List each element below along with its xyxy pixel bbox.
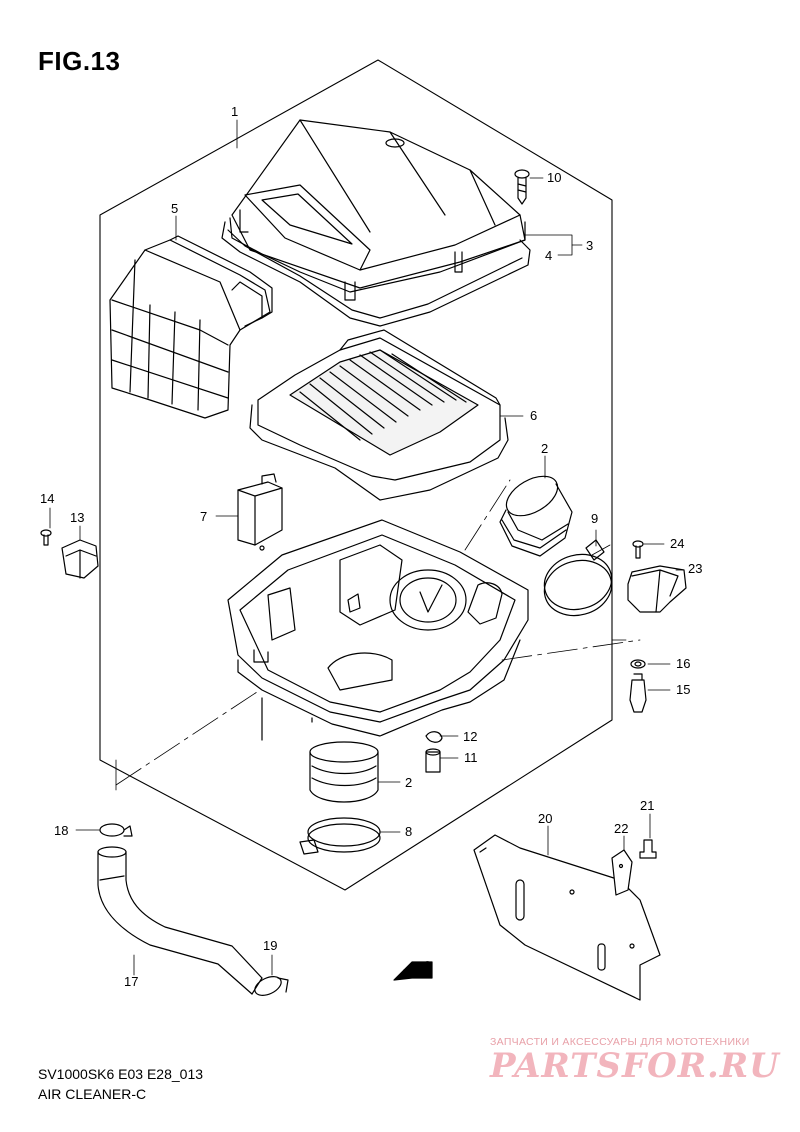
- watermark-brand: PARTSFOR.RU: [490, 1046, 780, 1086]
- callout-2b: 2: [405, 775, 412, 790]
- washer-part-16: [630, 659, 646, 669]
- sensor-part-23: [627, 565, 687, 613]
- upper-case-part: [229, 119, 526, 301]
- callout-21: 21: [640, 798, 654, 813]
- callout-13: 13: [70, 510, 84, 525]
- clamp-part-8: [299, 817, 381, 855]
- callout-23: 23: [688, 561, 702, 576]
- figure-subtitle: AIR CLEANER-C: [38, 1086, 147, 1102]
- callout-16: 16: [676, 656, 690, 671]
- callout-1: 1: [231, 104, 238, 119]
- clamp-part-9: [543, 539, 613, 617]
- sensor-part-13: [61, 539, 99, 579]
- callout-3: 3: [586, 238, 593, 253]
- callout-10: 10: [547, 170, 561, 185]
- callout-17: 17: [124, 974, 138, 989]
- plug-part-15: [629, 673, 647, 713]
- drain-hose-part-17: [97, 846, 263, 995]
- clamp-part-19: [254, 976, 289, 996]
- callout-4: 4: [545, 248, 552, 263]
- bolt-part-21: [639, 839, 657, 859]
- callout-11: 11: [464, 750, 478, 765]
- callout-19: 19: [263, 938, 277, 953]
- rubber-boot-upper-part: [499, 475, 573, 557]
- bracket-part-22: [611, 849, 633, 896]
- callout-8: 8: [405, 824, 412, 839]
- block-part-7: [237, 473, 283, 546]
- callout-22: 22: [614, 821, 628, 836]
- screw-part-10: [514, 169, 530, 205]
- callout-2a: 2: [541, 441, 548, 456]
- screw-part-24: [632, 540, 644, 559]
- cap-part-11: [425, 748, 441, 773]
- callout-6: 6: [530, 408, 537, 423]
- filter-element-part: [249, 329, 509, 501]
- rubber-boot-lower-part: [309, 741, 379, 803]
- figure-title: FIG.13: [38, 46, 121, 76]
- callout-9: 9: [591, 511, 598, 526]
- watermark-caption: ЗАПЧАСТИ И АКСЕССУАРЫ ДЛЯ МОТОТЕХНИКИ: [490, 1036, 750, 1048]
- callout-numbers: 1 2 3 4 5 6 7 8 9 10 11 12 13 14 15 16 1…: [40, 104, 702, 989]
- callout-18: 18: [54, 823, 68, 838]
- clamp-part-18: [99, 823, 133, 837]
- callout-20: 20: [538, 811, 552, 826]
- leader-lines: [49, 119, 685, 976]
- clip-part-12: [425, 731, 443, 743]
- callout-14: 14: [40, 491, 54, 506]
- plate-part-20: [473, 834, 661, 1001]
- assembly-outline: [99, 59, 613, 891]
- callout-7: 7: [200, 509, 207, 524]
- screw-part-14: [40, 529, 52, 546]
- lower-case-part: [227, 519, 529, 741]
- callout-24: 24: [670, 536, 684, 551]
- seal-gasket-part: [221, 221, 531, 327]
- callout-5: 5: [171, 201, 178, 216]
- callout-15: 15: [676, 682, 690, 697]
- fwd-arrow-badge: [393, 961, 433, 981]
- figure-code: SV1000SK6 E03 E28_013: [38, 1066, 204, 1082]
- callout-12: 12: [463, 729, 477, 744]
- intake-duct-part: [109, 235, 273, 419]
